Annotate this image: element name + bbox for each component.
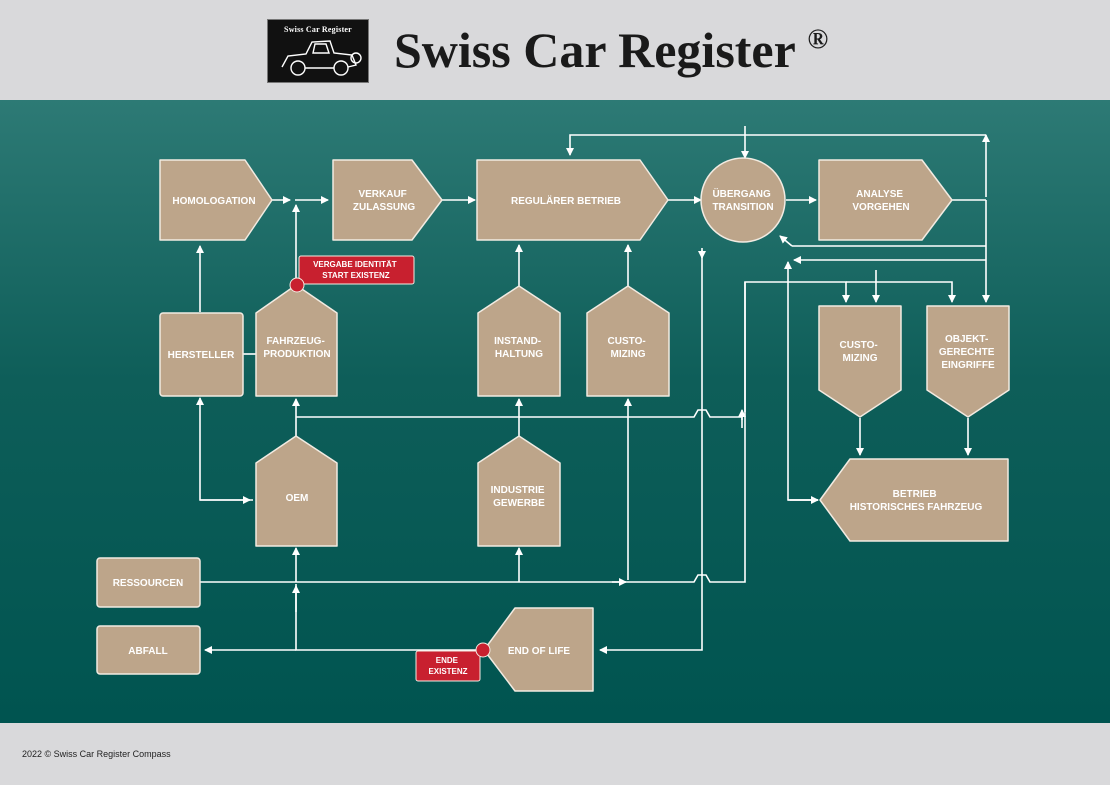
marker-vergabe-dot — [289, 277, 305, 293]
node-ressourcen[interactable] — [96, 557, 201, 608]
label-industrie-gewerbe: INDUSTRIE GEWERBE — [491, 485, 548, 509]
node-hersteller[interactable] — [159, 312, 244, 397]
label-fahrzeug-produktion: FAHRZEUG- PRODUKTION — [263, 336, 330, 360]
node-oem[interactable] — [255, 435, 338, 547]
brand-title: Swiss Car Register ® — [394, 18, 828, 82]
arrow-to-objekt — [846, 281, 956, 303]
node-abfall[interactable] — [96, 625, 201, 675]
label-abfall: ABFALL — [128, 646, 167, 657]
vintage-car-icon — [281, 40, 362, 76]
connector-lines — [196, 126, 990, 654]
marker-vergabe-box — [298, 255, 415, 285]
label-regulaerer-betrieb: REGULÄRER BETRIEB — [511, 194, 621, 207]
marker-vergabe-label: VERGABE IDENTITÄT START EXISTENZ — [313, 260, 399, 280]
node-fahrzeug-produktion[interactable] — [255, 284, 338, 397]
marker-ende-box — [415, 650, 481, 682]
label-analyse: ANALYSE VORGEHEN — [852, 189, 909, 213]
label-homologation: HOMOLOGATION — [172, 196, 255, 207]
brand-title-text: Swiss Car Register — [394, 22, 795, 78]
node-instandhaltung[interactable] — [477, 285, 561, 397]
marker-ende-existenz: ENDE EXISTENZ — [415, 642, 491, 682]
label-objektgerechte-eingriffe: OBJEKT- GERECHTE EINGRIFFE — [939, 334, 997, 371]
node-homologation[interactable] — [159, 159, 273, 241]
marker-vergabe-identitaet: VERGABE IDENTITÄT START EXISTENZ — [289, 255, 415, 293]
arrow-to-uebergang-bottom — [779, 235, 793, 247]
label-instandhaltung: INSTAND- HALTUNG — [494, 336, 544, 360]
marker-ende-label: ENDE EXISTENZ — [428, 656, 467, 676]
node-objektgerechte-eingriffe[interactable] — [926, 305, 1010, 418]
label-betrieb-historisches-fahrzeug: BETRIEB HISTORISCHES FAHRZEUG — [850, 489, 983, 513]
arrow-top-loop-to-betrieb — [566, 134, 986, 156]
header-bar: Swiss Car Register Swiss Car Register ® — [0, 0, 1110, 100]
arrow-uebergang-to-end-of-life — [599, 248, 703, 654]
node-customizing-1[interactable] — [586, 285, 670, 397]
node-regulaerer-betrieb[interactable] — [476, 159, 669, 241]
label-end-of-life: END OF LIFE — [508, 646, 571, 657]
line-ressourcen-bus — [200, 282, 746, 583]
logo: Swiss Car Register — [267, 19, 369, 83]
node-uebergang-transition[interactable] — [700, 157, 786, 243]
label-ressourcen: RESSOURCEN — [113, 578, 184, 589]
arrow-betrieb-hist-to-rail — [784, 261, 818, 501]
label-uebergang: ÜBERGANG TRANSITION — [712, 187, 773, 213]
label-customizing-1: CUSTO- MIZING — [608, 336, 649, 360]
node-industrie-gewerbe[interactable] — [477, 435, 561, 547]
label-customizing-2: CUSTO- MIZING — [840, 340, 881, 364]
node-customizing-2[interactable] — [818, 305, 902, 418]
footer-bar: 2022 © Swiss Car Register Compass — [0, 723, 1110, 785]
label-oem: OEM — [286, 493, 309, 504]
arrow-oem-to-hersteller — [196, 397, 253, 501]
label-hersteller: HERSTELLER — [168, 350, 235, 361]
node-verkauf-zulassung[interactable] — [332, 159, 443, 241]
registered-mark: ® — [807, 24, 829, 55]
line-eol-to-oem — [295, 584, 482, 651]
node-end-of-life[interactable] — [483, 607, 594, 692]
marker-ende-dot — [475, 642, 491, 658]
footer-copyright: 2022 © Swiss Car Register Compass — [22, 749, 171, 759]
label-verkauf: VERKAUF ZULASSUNG — [353, 189, 415, 213]
node-analyse-vorgehen[interactable] — [818, 159, 953, 241]
logo-text: Swiss Car Register — [284, 25, 352, 34]
node-betrieb-historisches-fahrzeug[interactable] — [819, 458, 1009, 542]
